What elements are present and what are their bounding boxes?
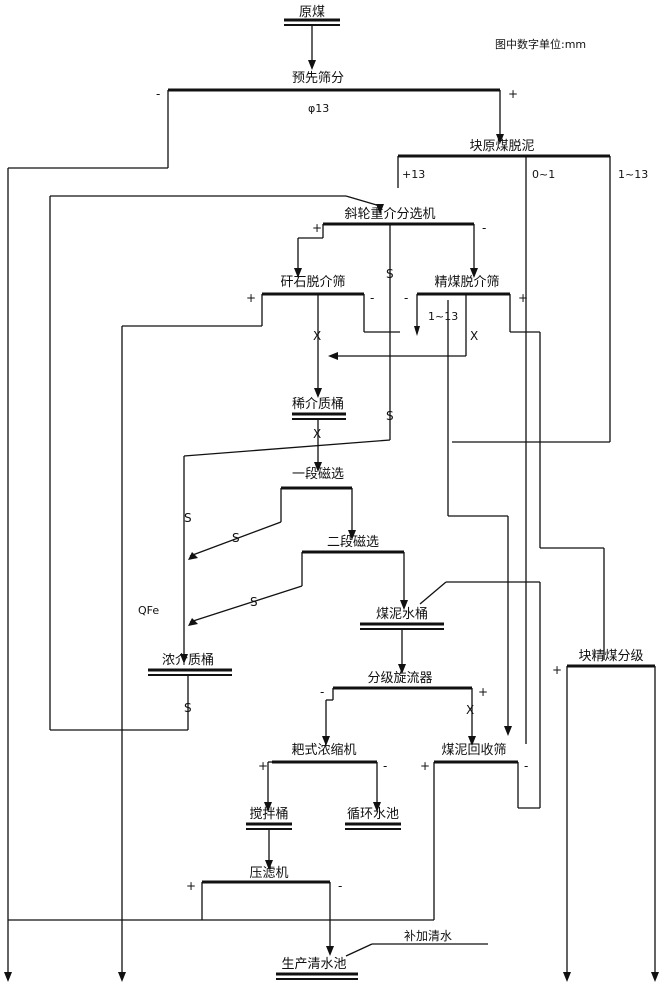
node-clean-screen-label: 精煤脱介筛 [434,275,499,290]
node-filter-press: 压滤机 [202,866,330,884]
node-clear-pool-label: 生产清水池 [281,957,346,972]
label-0-1: 0~1 [532,168,555,181]
node-heavy-medium-label: 斜轮重介分选机 [344,206,435,222]
sign-plus-pre: + [508,87,518,101]
sign-plus-slime: + [420,759,430,773]
node-filter-press-label: 压滤机 [249,866,288,881]
node-dilute-tank: 稀介质桶 [292,397,346,420]
sign-plus-lump: + [552,663,562,677]
sign-minus-hm: - [482,221,486,235]
sign-minus-slime: - [524,759,528,773]
sign-plus-filter: + [186,879,196,893]
label-s-5: S [250,595,258,609]
node-circ-pool-label: 循环水池 [347,807,399,822]
node-pre-screen-label: 预先筛分 [292,71,344,86]
sign-plus-clean: + [518,291,528,305]
node-mag-sep-1-label: 一段磁选 [292,467,344,482]
label-qfe: QFe [138,604,159,617]
node-lump-classify: 块精煤分级 [567,649,655,668]
sign-minus-cyclone: - [320,685,324,699]
node-rake-thickener: 耙式浓缩机 [272,742,377,764]
node-pre-screen: 预先筛分 [168,71,500,92]
label-x-1: X [313,329,321,343]
label-s-6: S [184,701,192,715]
label-add-water: 补加清水 [404,929,452,943]
sign-plus-gangue: + [246,291,256,305]
sign-plus-cyclone: + [478,685,488,699]
label-s-1: S [386,267,394,281]
node-classify-cyclone: 分级旋流器 [333,671,472,690]
node-heavy-medium: 斜轮重介分选机 [323,206,474,226]
label-s-4: S [232,531,240,545]
label-x-4: X [466,703,474,717]
label-phi13: φ13 [308,102,329,115]
label-s-3: S [184,511,192,525]
label-x-2: X [470,329,478,343]
label-1-13: 1~13 [618,168,648,181]
node-slime-recovery: 煤泥回收筛 [434,743,518,764]
sign-plus-rake: + [258,759,268,773]
sign-minus-pre: - [156,87,160,101]
sign-minus-gangue: - [370,291,374,305]
node-gangue-screen-label: 矸石脱介筛 [280,275,345,290]
unit-note: 图中数字单位:mm [495,37,586,51]
node-gangue-screen: 矸石脱介筛 [262,275,364,296]
label-x-3: X [313,427,321,441]
node-agitator-label: 搅拌桶 [249,806,288,822]
node-rake-thickener-label: 耙式浓缩机 [291,742,356,758]
label-plus13: +13 [402,168,425,181]
node-mag-sep-2: 二段磁选 [302,535,404,554]
node-dense-tank-label: 浓介质桶 [162,653,214,668]
flow-arrows [4,60,659,982]
node-slime-tank: 煤泥水桶 [360,607,444,630]
node-mag-sep-2-label: 二段磁选 [327,535,379,550]
node-lump-deslime-label: 块原煤脱泥 [469,139,534,154]
sign-minus-clean: - [404,291,408,305]
label-1-13-screen: 1~13 [428,310,458,323]
node-lump-classify-label: 块精煤分级 [578,649,643,664]
flow-lines [7,26,656,978]
label-s-2: S [386,409,394,423]
flow-labels: φ13 +13 0~1 1~13 1~13 QFe 补加清水 - + + - +… [138,87,648,943]
node-raw-coal-label: 原煤 [299,5,325,20]
node-classify-cyclone-label: 分级旋流器 [367,671,432,686]
node-slime-tank-label: 煤泥水桶 [376,607,428,622]
node-clear-pool: 生产清水池 [276,957,358,980]
node-slime-recovery-label: 煤泥回收筛 [441,743,506,758]
sign-minus-filter: - [338,879,342,893]
node-dense-tank: 浓介质桶 [148,653,232,676]
node-circ-pool: 循环水池 [345,807,401,830]
node-clean-screen: 精煤脱介筛 [417,275,510,296]
node-raw-coal: 原煤 [284,5,340,26]
sign-minus-rake: - [383,759,387,773]
node-lump-deslime: 块原煤脱泥 [398,139,610,158]
sign-plus-hm: + [312,221,322,235]
node-dilute-tank-label: 稀介质桶 [292,397,344,412]
node-agitator: 搅拌桶 [246,806,292,830]
node-mag-sep-1: 一段磁选 [281,467,352,490]
